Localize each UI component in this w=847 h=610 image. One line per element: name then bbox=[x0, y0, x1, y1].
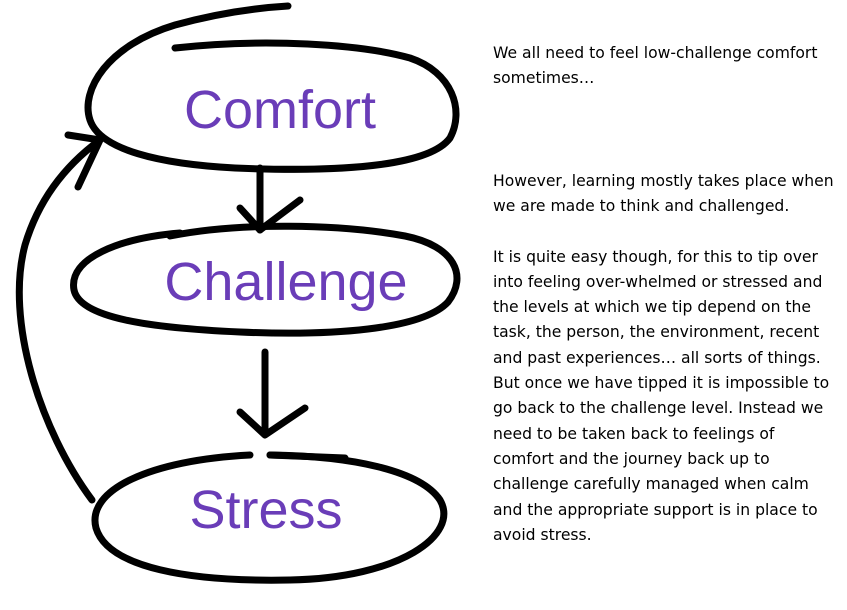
note-recovery-text: But once we have tipped it is impossible… bbox=[493, 374, 830, 544]
challenge-node-outline bbox=[70, 222, 461, 337]
note-body: However, learning mostly takes place whe… bbox=[493, 169, 838, 548]
arrow-challenge-to-stress-head bbox=[236, 404, 309, 439]
stress-node-outline bbox=[91, 451, 448, 584]
arrow-stress-to-comfort bbox=[15, 136, 104, 504]
note-learning-text: However, learning mostly takes place whe… bbox=[493, 172, 834, 216]
arrow-stress-to-comfort-head bbox=[64, 131, 104, 191]
comfort-label: Comfort bbox=[184, 80, 376, 140]
stress-label: Stress bbox=[189, 480, 342, 540]
note-intro-text: We all need to feel low-challenge comfor… bbox=[493, 44, 818, 88]
note-intro: We all need to feel low-challenge comfor… bbox=[493, 41, 838, 92]
stress-node-outline-top-stroke bbox=[266, 451, 349, 462]
challenge-label: Challenge bbox=[164, 252, 407, 312]
comfort-node-outline bbox=[84, 2, 460, 173]
arrow-comfort-to-challenge-head bbox=[236, 196, 304, 234]
stress-cycle-diagram: Comfort Challenge Stress bbox=[15, 2, 461, 584]
note-tipping-text: It is quite easy though, for this to tip… bbox=[493, 247, 823, 367]
